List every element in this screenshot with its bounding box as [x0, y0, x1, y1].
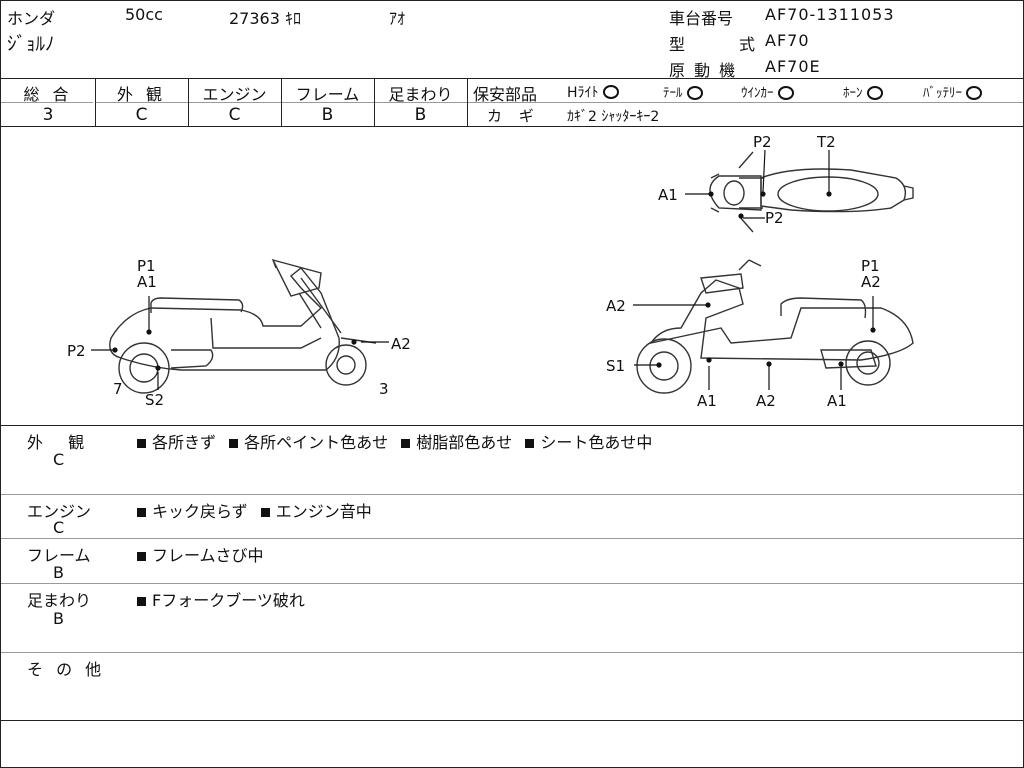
key-value: ｶｷﾞ2 ｼｬｯﾀｰｷｰ2 — [567, 109, 660, 125]
bullet-square-icon — [137, 507, 146, 517]
bullet-square-icon — [260, 507, 270, 517]
remark-notes-frame: フレームさび中 — [137, 542, 264, 566]
label-p2: P2 — [67, 342, 86, 360]
divider — [467, 102, 1023, 103]
remark-grade-frame: B — [53, 563, 64, 582]
engine-label: 原 動 機 — [669, 61, 738, 80]
key-label: カ ギ — [487, 107, 540, 125]
grade-value-frame: B — [321, 105, 334, 125]
remark-category-suspension: 足まわり — [27, 591, 92, 610]
type-label-1: 型 — [669, 35, 686, 54]
label-p1: P1 — [137, 257, 156, 275]
label-a1: A1 — [697, 392, 717, 410]
divider — [1, 425, 1023, 426]
bullet-square-icon — [525, 438, 535, 448]
type-value: AF70 — [765, 31, 810, 50]
divider — [1, 78, 1023, 79]
divider — [1, 494, 1023, 495]
ok-circle-icon — [777, 85, 794, 100]
scooter-right-view — [636, 259, 914, 394]
model-name: ｼﾞｮﾙﾉ — [7, 33, 55, 55]
grade-label-exterior: 外 観 — [116, 85, 167, 104]
frame-no: AF70-1311053 — [765, 5, 895, 24]
type-label-2: 式 — [739, 35, 756, 54]
ok-circle-icon — [866, 85, 883, 100]
divider — [467, 78, 468, 126]
remark-notes-exterior: 各所きず 各所ペイント色あせ 樹脂部色あせ シート色あせ中 — [137, 429, 652, 453]
bullet-square-icon — [137, 596, 146, 606]
damage-diagram: A1 P2 T2 P2 P1 A1 P2 A2 7 S2 3 A2 S1 A1 … — [67, 133, 914, 410]
frame-no-label: 車台番号 — [669, 9, 734, 28]
body-color: ｱｵ — [389, 9, 406, 28]
label-3: 3 — [379, 380, 389, 398]
grade-label-overall: 総 合 — [23, 85, 73, 104]
ok-circle-icon — [602, 85, 619, 99]
grade-value-engine: C — [228, 105, 241, 125]
remark-category-frame: フレーム — [27, 546, 91, 565]
other-label: そ の 他 — [27, 660, 106, 679]
grade-label-suspension: 足まわり — [388, 85, 453, 104]
remark-category-engine: エンジン — [27, 502, 92, 521]
safety-item-winker: ｳｲﾝｶｰ — [741, 82, 794, 102]
remark-category-exterior: 外 観 — [27, 433, 95, 452]
divider — [1, 102, 93, 103]
remark-grade-exterior: C — [53, 450, 65, 469]
grade-value-suspension: B — [414, 105, 427, 125]
bullet-square-icon — [137, 551, 146, 561]
ok-circle-icon — [966, 85, 982, 100]
remark-notes-suspension: Fフォークブーツ破れ — [137, 587, 305, 611]
label-s2: S2 — [145, 391, 164, 409]
scooter-top-view — [709, 151, 914, 233]
divider — [281, 78, 282, 126]
remark-grade-engine: C — [53, 518, 65, 537]
label-a2: A2 — [391, 335, 411, 353]
divider — [374, 78, 375, 126]
label-a2: A2 — [606, 297, 626, 315]
label-a1: A1 — [137, 273, 157, 291]
divider — [188, 78, 189, 126]
bullet-square-icon — [229, 438, 239, 448]
divider — [1, 538, 1023, 539]
ok-circle-icon — [686, 85, 703, 100]
label-a1: A1 — [658, 186, 678, 204]
grade-value-overall: 3 — [42, 105, 54, 125]
label-p2: P2 — [753, 133, 772, 151]
safety-item-taillight: ﾃｰﾙ — [663, 82, 703, 102]
label-7: 7 — [113, 380, 123, 398]
safety-label: 保安部品 — [473, 85, 538, 104]
divider — [1, 126, 1023, 127]
remark-notes-engine: キック戻らず エンジン音中 — [137, 498, 372, 522]
grade-value-exterior: C — [135, 105, 148, 125]
safety-item-horn: ﾎｰﾝ — [843, 82, 883, 102]
label-a2: A2 — [756, 392, 776, 410]
label-t2: T2 — [816, 133, 836, 151]
grade-label-frame: フレーム — [295, 85, 360, 104]
label-a1: A1 — [827, 392, 847, 410]
label-a2: A2 — [861, 273, 881, 291]
divider — [95, 78, 96, 126]
safety-item-battery: ﾊﾞｯﾃﾘｰ — [923, 82, 982, 102]
label-p2: P2 — [765, 209, 784, 227]
divider — [1, 583, 1023, 584]
label-p1: P1 — [861, 257, 880, 275]
grade-label-engine: エンジン — [202, 85, 267, 104]
label-s1: S1 — [606, 357, 625, 375]
divider — [1, 652, 1023, 653]
maker: ホンダ — [7, 9, 56, 28]
bullet-square-icon — [137, 438, 146, 448]
safety-item-headlight: Hﾗｲﾄ — [567, 82, 619, 102]
mileage: 27363 ｷﾛ — [229, 9, 301, 28]
engine-value: AF70E — [765, 57, 821, 76]
displacement: 50cc — [125, 5, 163, 24]
remark-grade-suspension: B — [53, 609, 64, 628]
bullet-square-icon — [401, 438, 411, 448]
divider — [1, 720, 1023, 721]
